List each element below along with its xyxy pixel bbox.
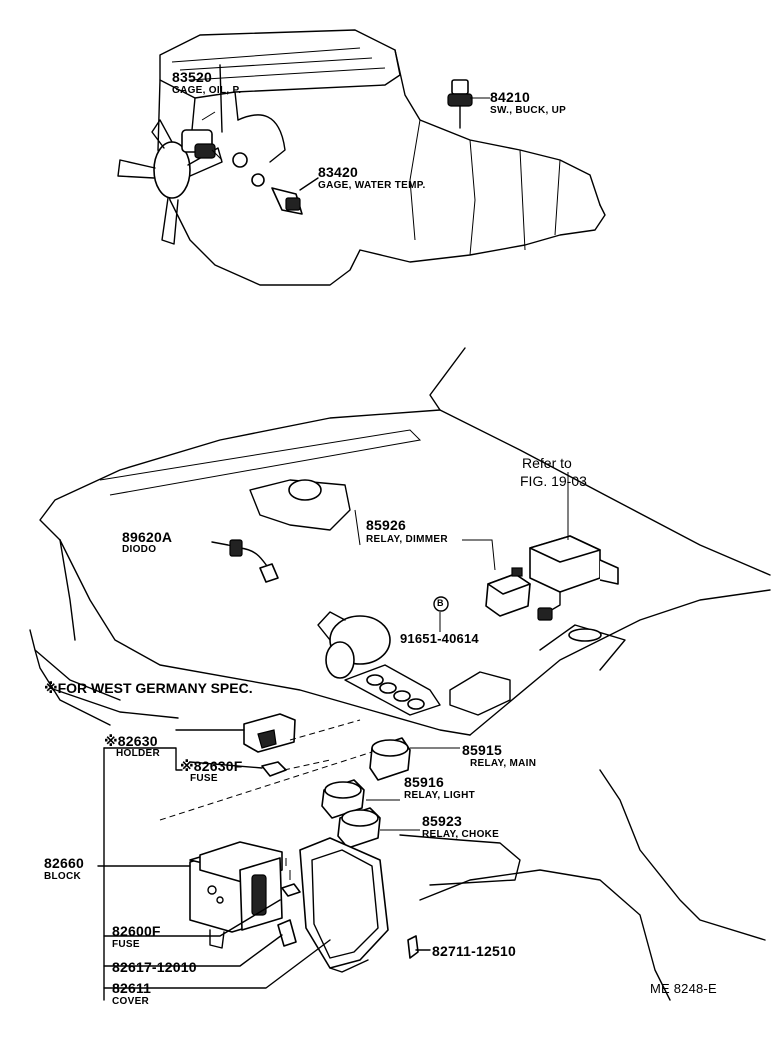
engine-illustration — [117, 29, 606, 286]
part-82630f-number: ※82630F — [180, 758, 243, 774]
part-83420-name: GAGE, WATER TEMP. — [318, 180, 426, 191]
part-85915-number: 85915 — [462, 742, 502, 758]
part-82617-number: 82617-12010 — [112, 959, 197, 975]
fuse-block-part — [189, 841, 283, 949]
refer-to-line1: Refer to — [522, 455, 572, 471]
part-84210-number: 84210 — [490, 89, 530, 105]
holder-part — [175, 713, 361, 777]
part-85926-name: RELAY, DIMMER — [366, 534, 448, 545]
diode-part — [211, 539, 279, 583]
bolt-marker-circle — [433, 596, 449, 612]
part-85916-number: 85916 — [404, 774, 444, 790]
part-89620a-name: DIODO — [122, 544, 157, 555]
leader-lines — [49, 64, 441, 1001]
figure-code: ME 8248-E — [650, 981, 717, 996]
part-84210-name: SW., BUCK, UP — [490, 105, 567, 116]
part-82611-number: 82611 — [112, 980, 152, 996]
part-82711-number: 82711-12510 — [432, 943, 516, 959]
part-85923-number: 85923 — [422, 813, 462, 829]
part-82630-name: HOLDER — [116, 748, 161, 759]
part-82660-number: 82660 — [44, 855, 84, 871]
spec-note: ※FOR WEST GERMANY SPEC. — [44, 680, 253, 696]
part-83420-number: 83420 — [318, 164, 358, 180]
part-82600f-number: 82600F — [112, 923, 161, 939]
part-83520-name: GAGE, OIL, P. — [172, 85, 242, 96]
bolt-marker-letter: B — [437, 598, 444, 608]
part-82630f-name: FUSE — [190, 773, 218, 784]
relays-part — [159, 737, 460, 849]
part-91651-number: 91651-40614 — [400, 631, 479, 646]
part-82630-number: ※82630 — [104, 733, 158, 749]
part-85915-name: RELAY, MAIN — [470, 758, 537, 769]
dimmer-relay-part — [462, 539, 531, 617]
vehicle-illustration — [29, 347, 771, 1001]
part-82660-name: BLOCK — [44, 871, 82, 882]
part-82600f-name: FUSE — [112, 939, 140, 950]
part-85926-number: 85926 — [366, 517, 406, 533]
part-85923-name: RELAY, CHOKE — [422, 829, 500, 840]
part-83520-number: 83520 — [172, 69, 212, 85]
cover-part — [299, 837, 389, 973]
fig-19-03-relay-part — [529, 472, 619, 621]
part-85916-name: RELAY, LIGHT — [404, 790, 476, 801]
small-fuse-parts — [277, 858, 419, 959]
part-89620a-number: 89620A — [122, 529, 173, 545]
part-82611-name: COVER — [112, 996, 150, 1007]
refer-to-line2: FIG. 19-03 — [520, 473, 587, 489]
